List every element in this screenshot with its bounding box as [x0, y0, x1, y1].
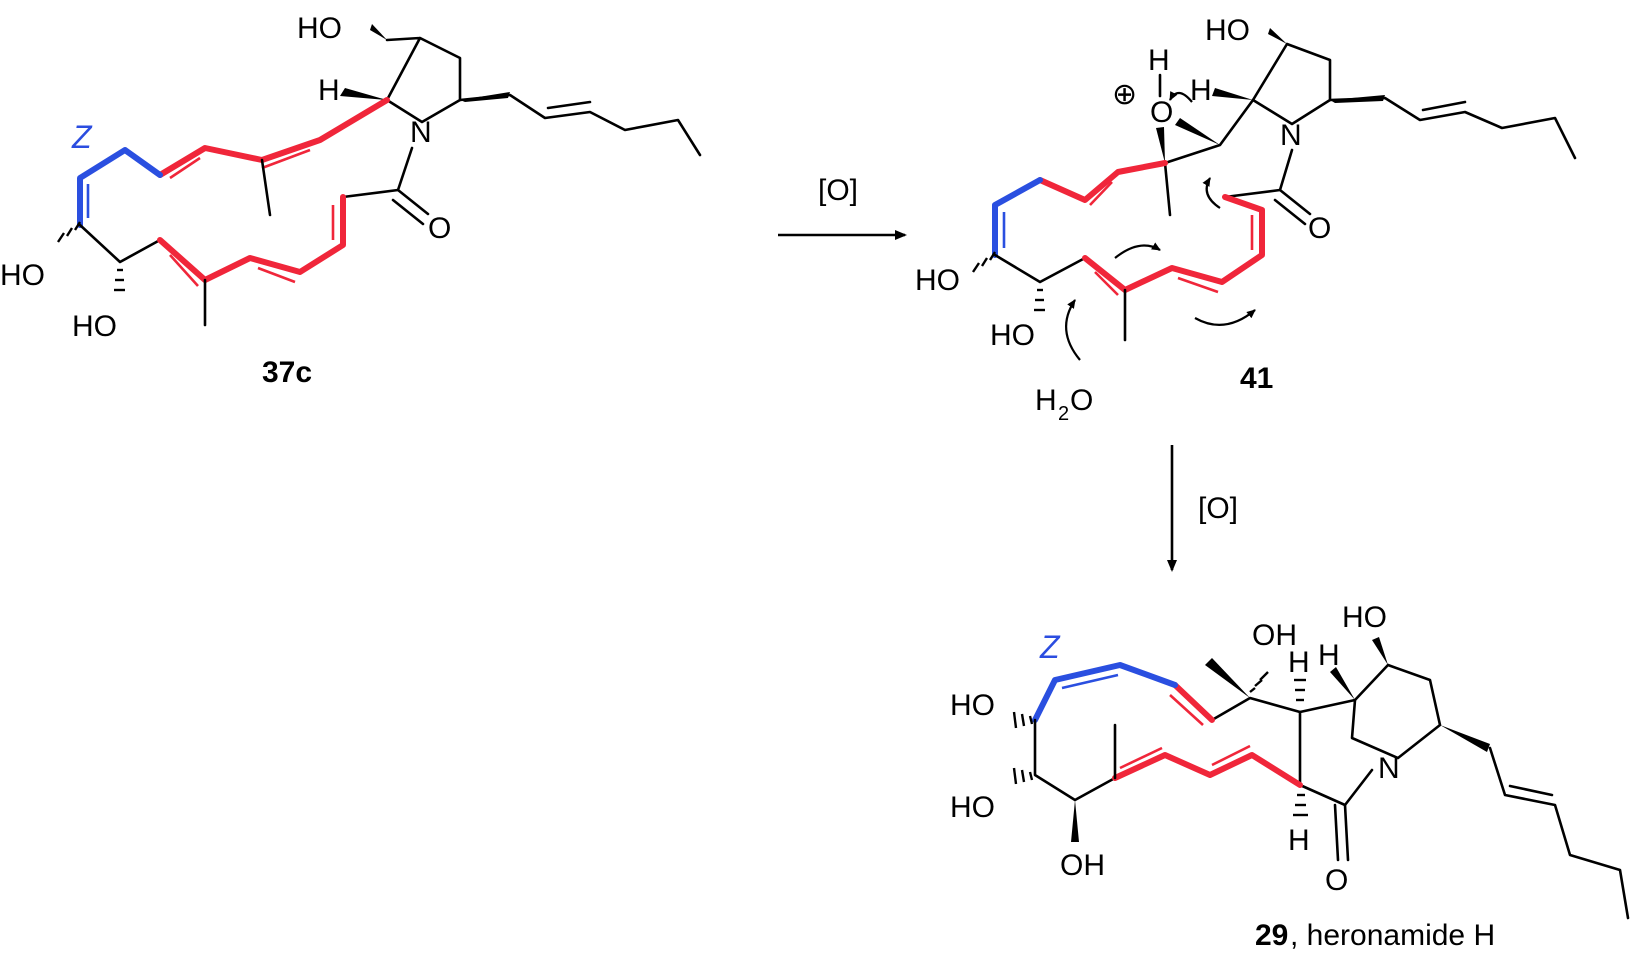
pyrrolidine-ring	[385, 36, 462, 124]
ho-left-label: HO	[0, 259, 45, 292]
h-bottom-label: H	[1288, 824, 1310, 857]
h-top-label: H	[1288, 646, 1310, 679]
h-label: H	[318, 74, 340, 107]
svg-text:O: O	[1070, 384, 1093, 417]
reaction-arrow-2: [O]	[1167, 445, 1238, 572]
svg-text:29: 29	[1255, 919, 1288, 952]
ho-top-label: HO	[1205, 14, 1250, 47]
pyrrolidine-ring	[1350, 663, 1442, 760]
h-label: H	[1190, 74, 1212, 107]
ho-bottom-label: HO	[990, 319, 1035, 352]
h-ring-label: H	[1318, 639, 1340, 672]
reagent-oxidation-2: [O]	[1198, 492, 1238, 525]
reaction-arrow-1: [O]	[778, 174, 907, 240]
svg-text:2: 2	[1058, 403, 1069, 425]
o-carbonyl-label: O	[428, 212, 451, 245]
compound-label-37c: 37c	[262, 356, 312, 389]
n-label: N	[1280, 119, 1302, 152]
compound-37c: HO H N O Z HO HO 37c	[0, 12, 702, 389]
ho-left-label-1: HO	[950, 689, 995, 722]
h-oxonium-label: H	[1148, 44, 1170, 77]
water-label: H 2 O	[1035, 384, 1093, 425]
ho-left-label: HO	[915, 264, 960, 297]
oh-top-label: OH	[1252, 619, 1297, 652]
compound-label-41: 41	[1240, 362, 1273, 395]
pyrrolidine-ring	[1251, 42, 1332, 126]
compound-41: HO H N O H ⊕ O HO HO	[915, 14, 1577, 425]
oxonium-charge: ⊕	[1112, 78, 1137, 111]
compound-label-29: 29 , heronamide H	[1255, 919, 1495, 952]
reagent-oxidation-1: [O]	[818, 174, 858, 207]
ho-bottom-label: HO	[72, 310, 117, 343]
o-oxonium-label: O	[1150, 96, 1173, 129]
oh-bottom-label: OH	[1060, 849, 1105, 882]
o-carbonyl-label: O	[1308, 212, 1331, 245]
geometry-z-label: Z	[71, 119, 93, 155]
ho-top-label: HO	[1342, 601, 1387, 634]
ho-left-label-2: HO	[950, 791, 995, 824]
svg-text:H: H	[1035, 384, 1057, 417]
compound-29: HO N H O H H OH Z HO HO OH	[950, 601, 1630, 952]
n-label: N	[1378, 752, 1400, 785]
geometry-z-label: Z	[1039, 629, 1061, 665]
n-label: N	[410, 116, 432, 149]
o-carbonyl-label: O	[1325, 864, 1348, 897]
svg-text:, heronamide H: , heronamide H	[1290, 919, 1495, 952]
ho-top-label: HO	[297, 12, 342, 45]
